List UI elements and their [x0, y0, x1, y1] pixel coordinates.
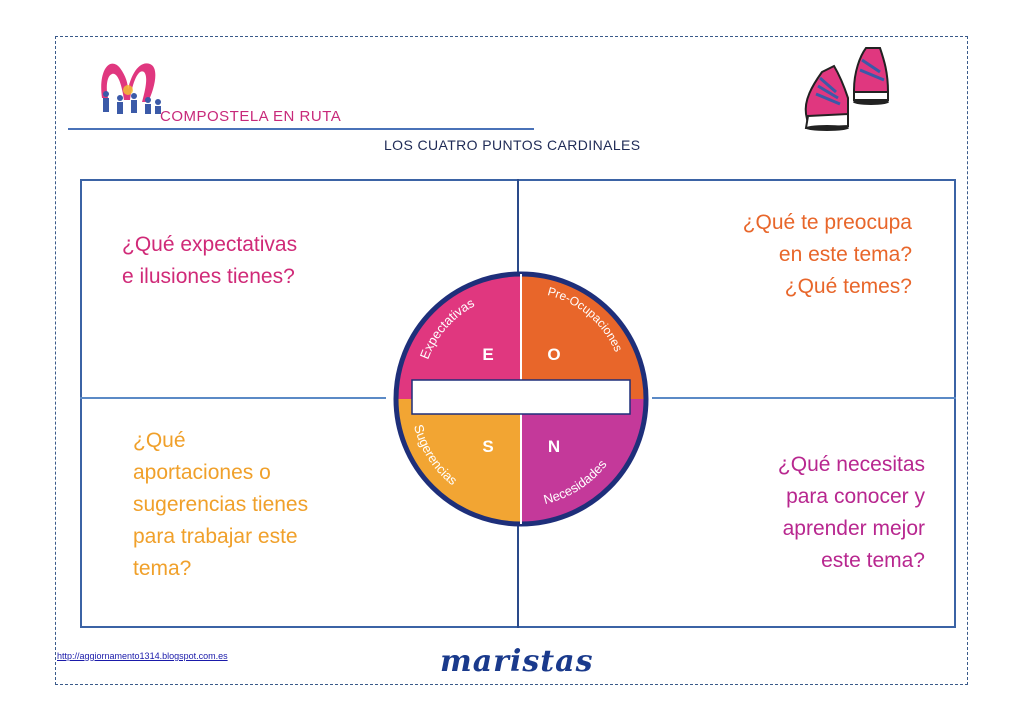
compass-letter-n: N [548, 437, 560, 456]
question-line: aportaciones o [133, 461, 271, 484]
question-expectativas: ¿Qué expectativas e ilusiones tienes? [122, 229, 297, 293]
blog-link[interactable]: http://aggiornamento1314.blogspot.com.es [57, 651, 228, 661]
maristas-logo: maristas [440, 644, 594, 679]
horizontal-divider-right [652, 397, 956, 399]
question-preocupaciones: ¿Qué te preocupa en este tema? ¿Qué teme… [743, 207, 912, 303]
question-line: ¿Qué [133, 429, 186, 452]
vertical-divider-bottom [517, 520, 519, 628]
question-line: tema? [133, 557, 192, 580]
sneakers-icon [804, 47, 889, 131]
question-line: para conocer y [786, 485, 925, 508]
compass-letter-s: S [482, 437, 493, 456]
question-line: ¿Qué necesitas [777, 453, 925, 476]
compass-diagram: E O S N Expectativas Pre-Ocupaciones Sug… [393, 271, 649, 527]
question-line: ¿Qué expectativas [122, 233, 298, 256]
compass-quadrant-expectativas [396, 274, 521, 399]
logo-text: COMPOSTELA EN RUTA [160, 108, 342, 125]
question-necesidades: ¿Qué necesitas para conocer y aprender m… [778, 449, 925, 577]
horizontal-divider-left [80, 397, 386, 399]
page-border [55, 36, 968, 685]
compass-letter-o: O [547, 345, 560, 364]
compass-quadrant-sugerencias [396, 399, 521, 524]
header-divider [68, 128, 534, 130]
question-sugerencias: ¿Qué aportaciones o sugerencias tienes p… [133, 425, 308, 585]
compass-center-bar [411, 379, 631, 415]
question-line: e ilusiones tienes? [122, 265, 295, 288]
compostela-logo [101, 63, 161, 114]
compass-quadrant-preocupaciones [521, 274, 646, 399]
question-line: sugerencias tienes [133, 493, 309, 516]
page-title: LOS CUATRO PUNTOS CARDINALES [384, 137, 641, 153]
compass-quadrant-necesidades [521, 399, 646, 524]
question-line: este tema? [821, 549, 925, 572]
question-line: para trabajar este [133, 525, 298, 548]
question-line: ¿Qué temes? [784, 275, 912, 298]
question-line: en este tema? [778, 243, 912, 266]
question-line: aprender mejor [782, 517, 925, 540]
compass-letter-e: E [482, 345, 493, 364]
question-line: ¿Qué te preocupa [742, 211, 912, 234]
